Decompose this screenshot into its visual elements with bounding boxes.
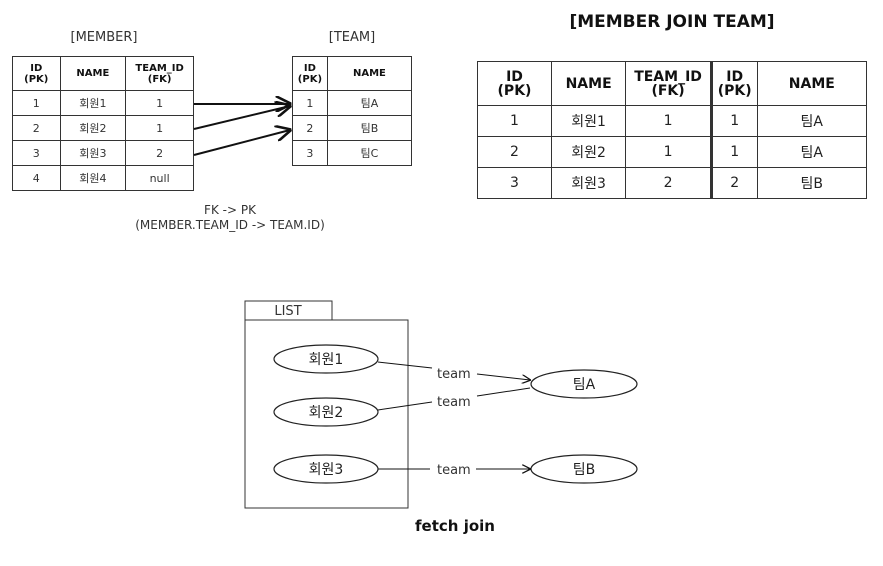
join-table-header-cell: ID(PK)	[709, 61, 758, 106]
member-table-header-text: ID	[30, 62, 43, 74]
member-table-cell: 1	[125, 90, 194, 116]
member-table-cell: 4	[12, 165, 61, 191]
member-table-cell: 회원4	[59, 165, 127, 191]
join-table-header-cell: NAME	[756, 61, 868, 106]
join-table-cell: 2	[625, 167, 712, 199]
team-table-cell: 3	[292, 140, 328, 166]
team-oval-b	[530, 454, 638, 484]
team-table-cell: 팀C	[326, 140, 413, 166]
join-table-header-cell: NAME	[550, 61, 627, 106]
join-table-header-text: ID	[726, 68, 744, 85]
member-table-header-text: NAME	[76, 68, 110, 79]
edge-1-part-2	[476, 373, 530, 380]
member-table-header-text: (FK)	[147, 73, 172, 85]
member-table-cell: 회원2	[59, 115, 127, 141]
team-table-header-text: ID	[303, 62, 316, 74]
team-table-caption: [TEAM]	[328, 30, 376, 45]
join-table-header-text: ID	[506, 68, 523, 85]
edge-2-label: team	[437, 395, 471, 410]
edge-2-part-1	[377, 401, 433, 411]
member-table-cell: 2	[12, 115, 61, 141]
member-table-cell: 2	[125, 140, 194, 166]
team-table-header-cell: NAME	[326, 56, 413, 91]
fk-arrow-2	[193, 106, 290, 130]
join-table-title: [MEMBER JOIN TEAM]	[569, 12, 775, 32]
fk-arrow-3	[193, 130, 290, 156]
join-table-cell: 2	[709, 167, 758, 199]
join-table-header-text: TEAM_ID	[634, 68, 702, 85]
join-table-cell: 팀B	[756, 167, 868, 199]
team-oval-b-label: 팀B	[573, 462, 596, 478]
edge-1-part-1	[377, 361, 433, 369]
member-table-cell: 1	[125, 115, 194, 141]
fk-note-line-2: (MEMBER.TEAM_ID -> TEAM.ID)	[135, 218, 325, 232]
join-table-cell: 1	[625, 136, 712, 168]
fetch-join-caption: fetch join	[415, 517, 495, 535]
fk-note-line-1: FK -> PK	[204, 203, 256, 217]
member-table-cell: 회원3	[59, 140, 127, 166]
edge-2-part-2	[476, 387, 531, 397]
team-table-header-text: NAME	[352, 68, 386, 79]
team-table-header-text: (PK)	[297, 73, 323, 85]
member-oval-1	[273, 344, 379, 374]
join-table-cell: 회원3	[550, 167, 627, 199]
join-table-cell: 회원1	[550, 105, 627, 137]
member-table-header-cell: TEAM_ID(FK)	[125, 56, 194, 91]
join-table-cell: 회원2	[550, 136, 627, 168]
join-table-header-text: NAME	[565, 75, 612, 92]
join-table-header-text: (PK)	[497, 82, 532, 99]
member-oval-2	[273, 397, 379, 427]
member-oval-3-label: 회원3	[309, 462, 344, 478]
member-table-cell: null	[125, 165, 194, 191]
member-table-caption: [MEMBER]	[70, 30, 138, 45]
fk-note: FK -> PK (MEMBER.TEAM_ID -> TEAM.ID)	[100, 203, 360, 233]
member-table-header-text: (PK)	[24, 73, 49, 85]
team-oval-a-label: 팀A	[573, 377, 596, 393]
member-oval-1-label: 회원1	[309, 352, 344, 368]
edge-3-label: team	[437, 463, 471, 478]
member-table-header-text: TEAM_ID	[135, 62, 184, 74]
join-table-header-cell: ID(PK)	[477, 61, 552, 106]
member-table-header-row: ID(PK) NAME TEAM_ID(FK)	[12, 56, 194, 91]
team-table-cell: 팀A	[326, 90, 413, 116]
join-table-cell: 3	[477, 167, 552, 199]
join-table-header-text: (PK)	[717, 82, 752, 99]
edge-1-label: team	[437, 367, 471, 382]
list-folder-label: LIST	[274, 304, 301, 319]
join-table-cell: 1	[625, 105, 712, 137]
member-oval-2-label: 회원2	[309, 405, 344, 421]
join-table-header-cell: TEAM_ID(FK)	[625, 61, 712, 106]
join-table-header-text: NAME	[788, 75, 835, 92]
join-table-header-text: (FK)	[651, 82, 685, 99]
